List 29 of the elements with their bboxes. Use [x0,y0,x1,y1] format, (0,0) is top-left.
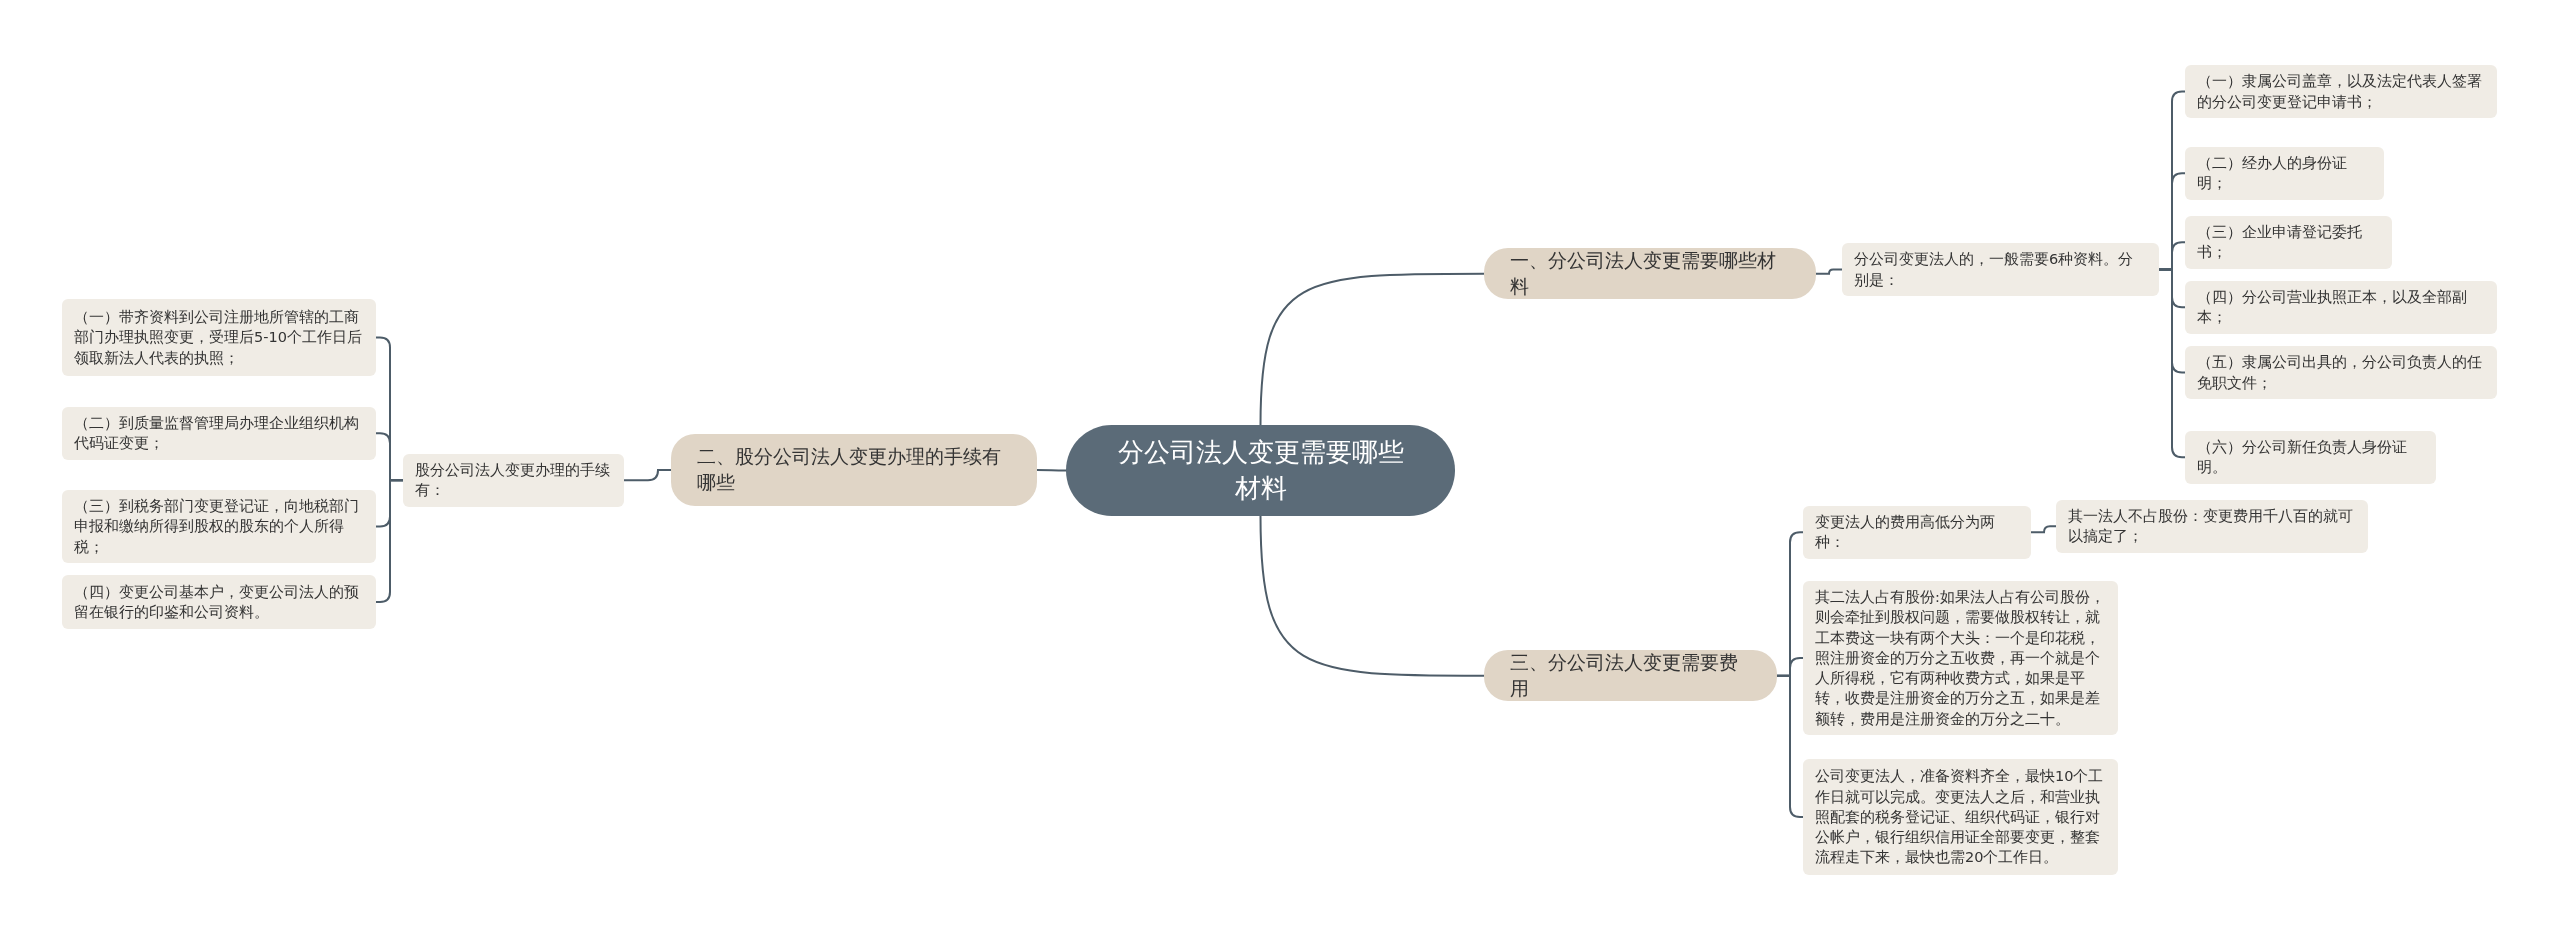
branch-topic: 一、分公司法人变更需要哪些材料 [1484,248,1816,300]
connector-line [2158,268,2186,459]
branch-topic: 三、分公司法人变更需要费用 [1484,650,1777,702]
connector-line [1036,469,1067,472]
connector-line [1815,268,1843,275]
subtopic-card: （一）带齐资料到公司注册地所管辖的工商部门办理执照变更，受理后5-10个工作日后领取新法人代表的执照； [62,299,376,376]
subtopic-card: 其二法人占有股份:如果法人占有公司股份，则会牵扯到股权问题，需要做股权转让，就工本费这一块有两个大头：一个是印花税，照注册资金的万分之五收费，再一个就是个人所得税，它有两种收费方式，如果是平转，收费是注册资金的万分之五，如果是差额转，费用是注册资金的万分之二十。 [1803,581,2118,736]
subtopic-card: 股分公司法人变更办理的手续有： [403,454,624,507]
subtopic-card: 公司变更法人，准备资料齐全，最快10个工作日就可以完成。变更法人之后，和营业执照配套的税务登记证、组织代码证，银行对公帐户，银行组织信用证全部要变更，整套流程走下来，最快也需20个工作日。 [1803,759,2118,875]
subtopic-card: （六）分公司新任负责人身份证明。 [2185,431,2436,484]
connector-line [2030,525,2057,534]
subtopic-card: （四）分公司营业执照正本，以及全部副本； [2185,281,2497,334]
connector-line [375,479,404,603]
subtopic-card: （五）隶属公司出具的，分公司负责人的任免职文件； [2185,346,2497,399]
subtopic-card: （二）到质量监督管理局办理企业组织机构代码证变更； [62,407,376,460]
connector-line [1259,515,1485,677]
connector-line [1259,272,1485,426]
subtopic-card: 其一法人不占股份：变更费用千八百的就可以搞定了； [2056,500,2368,553]
subtopic-card: 变更法人的费用高低分为两种： [1803,506,2031,559]
subtopic-card: （三）企业申请登记委托书； [2185,216,2392,269]
subtopic-card: （三）到税务部门变更登记证，向地税部门申报和缴纳所得到股权的股东的个人所得税； [62,490,376,563]
branch-topic: 二、股分公司法人变更办理的手续有哪些 [671,434,1037,506]
central-topic: 分公司法人变更需要哪些材料 [1066,425,1455,516]
subtopic-card: （二）经办人的身份证明； [2185,147,2384,200]
subtopic-card: （四）变更公司基本户，变更公司法人的预留在银行的印鉴和公司资料。 [62,575,376,629]
connector-line [623,469,672,482]
subtopic-card: 分公司变更法人的，一般需要6种资料。分别是： [1842,243,2159,296]
subtopic-card: （一）隶属公司盖章，以及法定代表人签署的分公司变更登记申请书； [2185,65,2497,118]
connector-line [1776,674,1804,818]
